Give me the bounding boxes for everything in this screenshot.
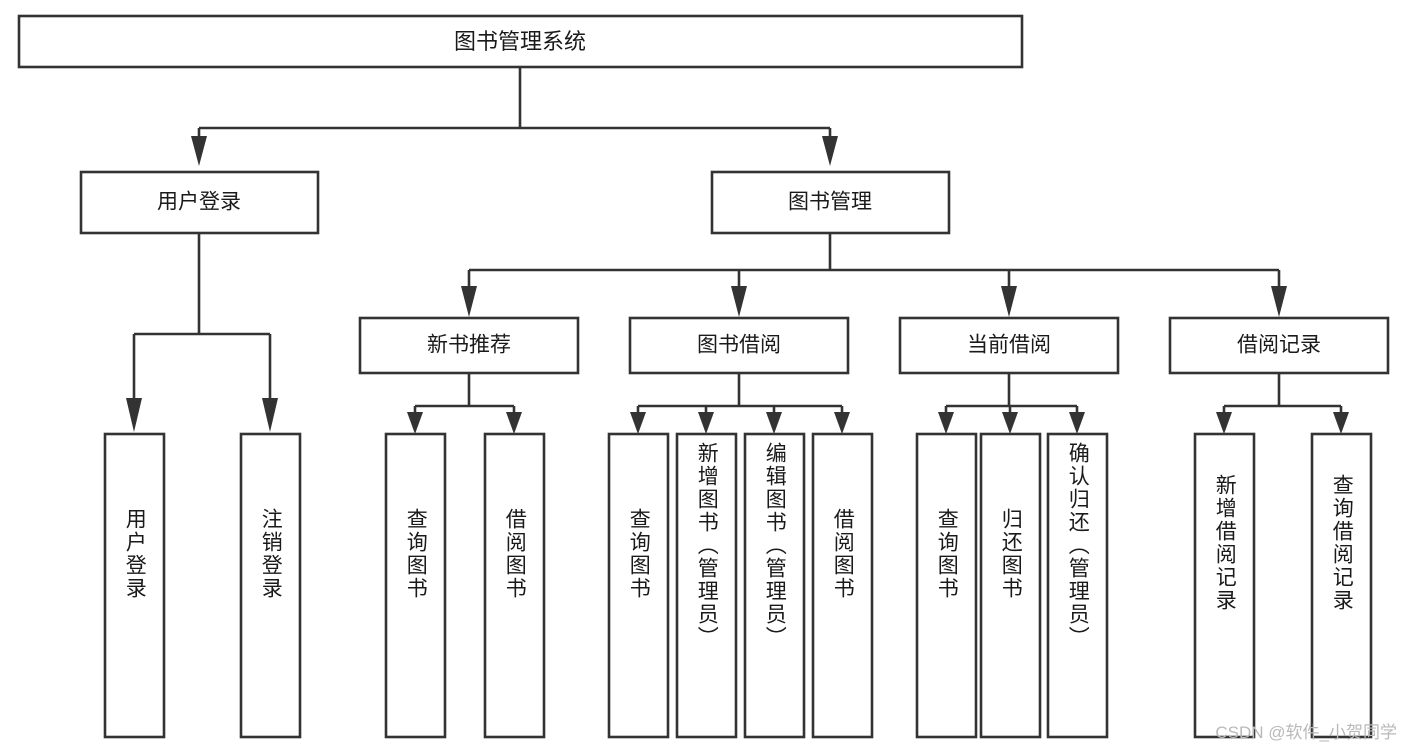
arrow-bookborrow-leaf-2 xyxy=(698,412,714,434)
node-borrow-record-box[interactable] xyxy=(1168,316,1390,375)
arrow-currentborrow-leaf-2 xyxy=(1002,412,1018,434)
node-book-borrow-label: 图书借阅 xyxy=(697,334,781,357)
arrow-bookborrow-leaf-3 xyxy=(766,412,782,434)
node-current-borrow-box[interactable] xyxy=(898,316,1120,375)
node-user-login-label: 用户登录 xyxy=(157,191,241,214)
arrow-bookmanage-child-2 xyxy=(731,286,747,317)
node-root-label: 图书管理系统 xyxy=(454,29,586,54)
connector-layer xyxy=(126,67,1349,434)
node-current-borrow[interactable]: 当前借阅 xyxy=(898,316,1120,375)
arrow-bookborrow-leaf-1 xyxy=(630,412,646,434)
node-root[interactable]: 图书管理系统 xyxy=(17,14,1024,69)
arrow-bookborrow-leaf-4 xyxy=(834,412,850,434)
arrow-bookmanage-child-3 xyxy=(1001,286,1017,317)
node-book-manage-box[interactable] xyxy=(710,170,951,235)
node-leaf-user-login-2-box[interactable] xyxy=(239,432,302,739)
node-leaf-currentborrow-1-box[interactable] xyxy=(915,432,978,739)
node-user-login[interactable]: 用户登录 xyxy=(79,170,320,235)
node-book-borrow-box[interactable] xyxy=(628,316,850,375)
node-book-manage-label: 图书管理 xyxy=(788,191,872,214)
node-leaf-bookborrow-4-box[interactable] xyxy=(811,432,874,739)
node-new-book-recommend[interactable]: 新书推荐 xyxy=(358,316,580,375)
arrow-userlogin-leaf-2 xyxy=(262,398,278,432)
node-book-borrow[interactable]: 图书借阅 xyxy=(628,316,850,375)
node-user-login-box[interactable] xyxy=(79,170,320,235)
node-borrow-record-label: 借阅记录 xyxy=(1237,334,1321,357)
arrow-borrowrecord-leaf-1 xyxy=(1216,412,1232,434)
node-leaf-currentborrow-3-box[interactable] xyxy=(1046,432,1109,739)
node-leaf-newbook-1-box[interactable] xyxy=(384,432,447,739)
arrow-userlogin-leaf-1 xyxy=(126,398,142,432)
node-leaf-user-login-1-box[interactable] xyxy=(103,432,166,739)
arrow-root-to-user-login xyxy=(191,136,207,166)
arrow-borrowrecord-leaf-2 xyxy=(1333,412,1349,434)
node-leaf-bookborrow-3-box[interactable] xyxy=(743,432,806,739)
arrow-bookmanage-child-4 xyxy=(1271,286,1287,317)
node-new-book-recommend-box[interactable] xyxy=(358,316,580,375)
node-leaf-bookborrow-1-box[interactable] xyxy=(607,432,670,739)
node-leaf-bookborrow-2-box[interactable] xyxy=(675,432,738,739)
node-leaf-currentborrow-2-box[interactable] xyxy=(979,432,1042,739)
arrow-currentborrow-leaf-3 xyxy=(1069,412,1085,434)
node-leaf-borrowrecord-2-box[interactable] xyxy=(1310,432,1373,739)
arrow-bookmanage-child-1 xyxy=(461,286,477,317)
node-borrow-record[interactable]: 借阅记录 xyxy=(1168,316,1390,375)
node-new-book-recommend-label: 新书推荐 xyxy=(427,334,511,357)
arrow-newbook-leaf-1 xyxy=(407,412,423,434)
node-root-box[interactable] xyxy=(17,14,1024,69)
node-leaf-newbook-2-box[interactable] xyxy=(483,432,546,739)
node-book-manage[interactable]: 图书管理 xyxy=(710,170,951,235)
node-leaf-borrowrecord-1-box[interactable] xyxy=(1193,432,1256,739)
arrow-newbook-leaf-2 xyxy=(506,412,522,434)
node-current-borrow-label: 当前借阅 xyxy=(967,334,1051,357)
arrow-root-to-book-manage xyxy=(822,136,838,166)
arrow-currentborrow-leaf-1 xyxy=(938,412,954,434)
